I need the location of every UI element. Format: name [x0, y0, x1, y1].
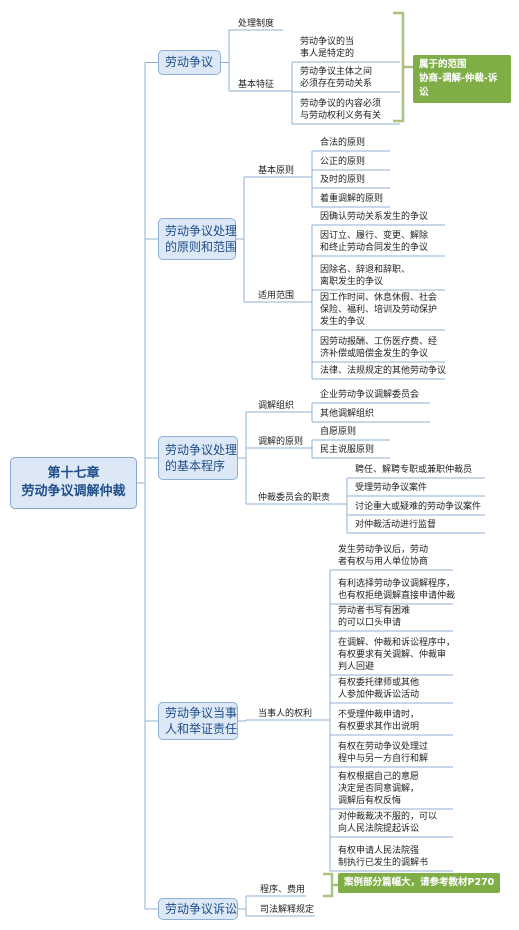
textbook-note: 案例部分篇幅大，请参考教材P270 [338, 873, 501, 893]
leaf-item: 公正的原则 [320, 157, 366, 167]
scope-note: 属于的范围 协商-调解-仲裁-诉讼 [413, 55, 511, 103]
leaf-item: 着重调解的原则 [320, 194, 384, 204]
leaf-item: 有权申请人民法院强 制执行已发生的调解书 [338, 846, 429, 868]
leaf-item: 有利选择劳动争议调解程序， 也有权拒绝调解直接申请仲裁 [338, 579, 456, 601]
leaf-item: 聘任、解聘专职或兼职仲裁员 [355, 465, 473, 475]
leaf-item: 受理劳动争议案件 [355, 483, 428, 493]
leaf-item: 有权根据自己的意愿 决定是否同意调解， 调解后有权反悔 [338, 772, 420, 806]
textbook-bracket [323, 872, 338, 898]
leaf-item: 自愿原则 [320, 427, 357, 437]
leaf-item: 因除名、辞退和辞职、 离职发生的争议 [320, 265, 411, 287]
leaf-item: 劳动争议的内容必须 与劳动权利义务有关 [300, 99, 382, 121]
leaf-item: 因工作时间、休息休假、社会 保险、福利、培训及劳动保护 发生的争议 [320, 293, 438, 327]
leaf-item: 因劳动报酬、工伤医疗费、经 济补偿或赔偿金发生的争议 [320, 337, 438, 359]
section-node-2: 劳动争议处理 的原则和范围 [158, 218, 237, 260]
sub-label-4-1: 当事人的权利 [258, 709, 313, 719]
leaf-item: 劳动者书写有困难 的可以口头申请 [338, 606, 411, 628]
sub-label-2-1: 基本原则 [258, 166, 295, 176]
leaf-item: 民主说服原则 [320, 445, 375, 455]
sub-label-5-2: 司法解释规定 [260, 905, 315, 915]
leaf-item: 因订立、履行、变更、解除 和终止劳动合同发生的争议 [320, 231, 429, 253]
sub-label-1-2: 基本特征 [238, 80, 275, 90]
leaf-item: 不受理仲裁申请时， 有权要求其作出说明 [338, 710, 420, 732]
sub-label-3-2: 调解的原则 [258, 437, 304, 447]
section-node-4: 劳动争议当事 人和举证责任 [158, 702, 238, 740]
section-node-1: 劳动争议 [158, 50, 221, 75]
leaf-item: 企业劳动争议调解委员会 [320, 390, 420, 400]
sub-label-5-1: 程序、费用 [260, 885, 306, 895]
sub-label-3-1: 调解组织 [258, 401, 295, 411]
leaf-item: 劳动争议主体之间 必须存在劳动关系 [300, 67, 373, 89]
section-node-5: 劳动争议诉讼 [158, 898, 238, 920]
leaf-item: 其他调解组织 [320, 409, 375, 419]
leaf-item: 劳动争议的当 事人是特定的 [300, 37, 355, 59]
leaf-item: 有权委托律师或其他 人参加仲裁诉讼活动 [338, 678, 420, 700]
leaf-item: 在调解、仲裁和诉讼程序中， 有权要求有关调解、仲裁审 判人回避 [338, 638, 456, 672]
leaf-item: 对仲裁裁决不服的，可以 向人民法院提起诉讼 [338, 812, 438, 834]
leaf-item: 合法的原则 [320, 138, 366, 148]
leaf-item: 有权在劳动争议处理过 程中与另一方自行和解 [338, 742, 429, 764]
leaf-item: 讨论重大或疑难的劳动争议案件 [355, 502, 482, 512]
sub-label-3-3: 仲裁委员会的职责 [258, 493, 331, 503]
sub-label-2-2: 适用范围 [258, 291, 295, 301]
leaf-item: 法律、法规规定的其他劳动争议 [320, 366, 447, 376]
leaf-item: 及时的原则 [320, 175, 366, 185]
section-node-3: 劳动争议处理 的基本程序 [158, 436, 238, 480]
leaf-item: 因确认劳动关系发生的争议 [320, 212, 429, 222]
leaf-item: 对仲裁活动进行监督 [355, 520, 437, 530]
leaf-item: 发生劳动争议后，劳动 者有权与用人单位协商 [338, 545, 429, 567]
root-node: 第十七章 劳动争议调解仲裁 [10, 457, 137, 509]
scope-bracket [393, 11, 413, 123]
sub-label-1-1: 处理制度 [238, 19, 275, 29]
